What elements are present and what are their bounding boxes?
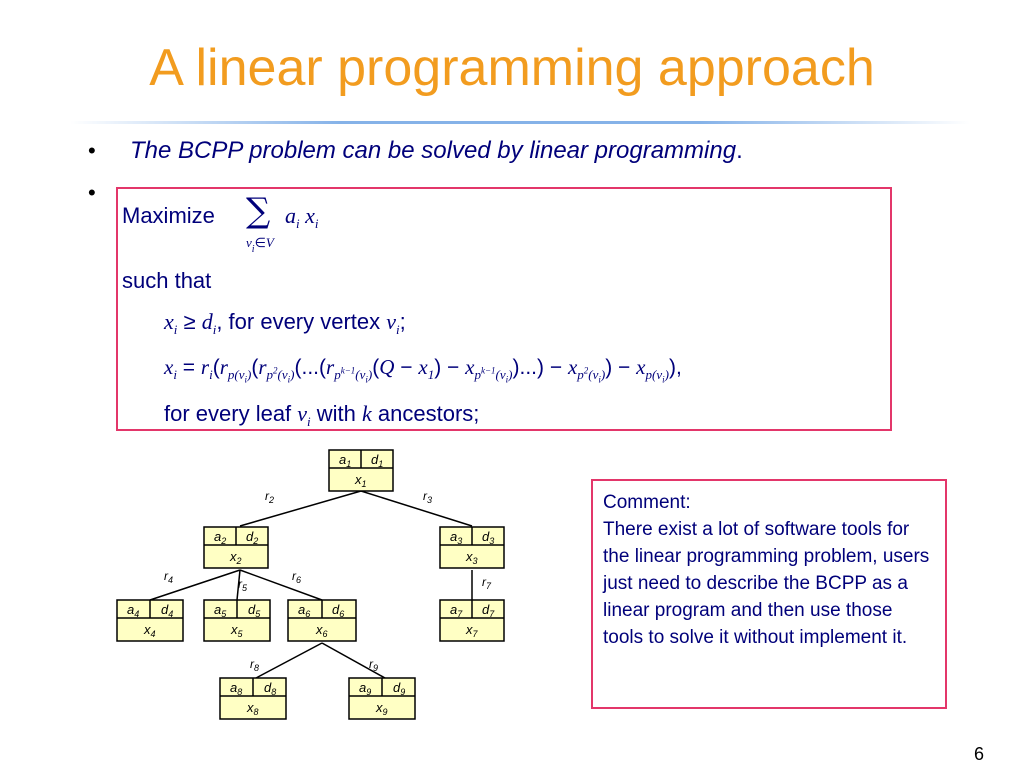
- such-that-label: such that: [122, 268, 212, 293]
- edge-label-r8: r8: [250, 657, 259, 673]
- edge-6-9: [321, 642, 386, 679]
- title-divider: [70, 121, 970, 124]
- tree-node-7: a7 d7 x7: [439, 599, 505, 642]
- bullet-1-period: .: [736, 137, 743, 164]
- tree-node-2: a2 d2 x2: [203, 526, 269, 569]
- sum-symbol: ∑: [246, 191, 271, 231]
- bullet-1-text: The BCPP problem can be solved by linear…: [130, 137, 743, 165]
- edge-6-8: [255, 642, 323, 679]
- edge-label-r7: r7: [482, 575, 492, 591]
- edge-label-r2: r2: [265, 489, 274, 505]
- edge-label-r4: r4: [164, 569, 173, 585]
- bullet-1-sentence: The BCPP problem can be solved by linear…: [130, 137, 737, 164]
- edge-2-4: [149, 569, 241, 601]
- edge-label-r9: r9: [369, 657, 378, 673]
- comment-body: There exist a lot of software tools for …: [603, 519, 930, 648]
- objective-term: ai xi: [285, 203, 319, 231]
- slide-title: A linear programming approach: [149, 39, 875, 97]
- objective-range: vi∈V: [246, 235, 274, 255]
- edge-label-r5: r5: [238, 577, 248, 593]
- bullet-1-marker: •: [88, 138, 96, 163]
- maximize-label: Maximize: [122, 203, 215, 228]
- tree-node-3: a3 d3 x3: [439, 526, 505, 569]
- tree-edges: [149, 490, 473, 679]
- tree-node-4: a4 d4 x4: [116, 599, 184, 642]
- edge-1-2: [239, 490, 362, 527]
- constraint-capacity: xi = ri(rp(vi)(rp2(vi)(...(rpk−1(vi)(Q −…: [164, 355, 682, 385]
- edge-2-5: [236, 569, 241, 601]
- comment-box: Comment: There exist a lot of software t…: [591, 479, 947, 709]
- edge-label-r6: r6: [292, 569, 301, 585]
- tree-node-8: a8 d8 x8: [219, 677, 287, 720]
- tree-node-6: a6 d6 x6: [287, 599, 357, 642]
- tree-node-5: a5 d5 x5: [203, 599, 271, 642]
- comment-heading: Comment:: [603, 492, 691, 513]
- page-number: 6: [973, 744, 984, 764]
- constraint-demand: xi ≥ di, for every vertex vi;: [164, 309, 406, 337]
- edge-label-r3: r3: [423, 489, 432, 505]
- tree-node-9: a9 d9 x9: [348, 677, 416, 720]
- edge-2-6: [239, 569, 323, 601]
- linear-program-box: Maximize ∑ ai xi vi∈V such that xi ≥ di,…: [116, 187, 892, 431]
- tree-node-1: a1 d1 x1: [328, 449, 394, 492]
- constraint-leaf-note: for every leaf vi with k ancestors;: [164, 401, 480, 429]
- edge-labels: r2 r3 r4 r5 r6 r7 r8 r9: [164, 489, 492, 673]
- edge-1-3: [360, 490, 473, 527]
- bullet-2-marker: •: [88, 180, 96, 205]
